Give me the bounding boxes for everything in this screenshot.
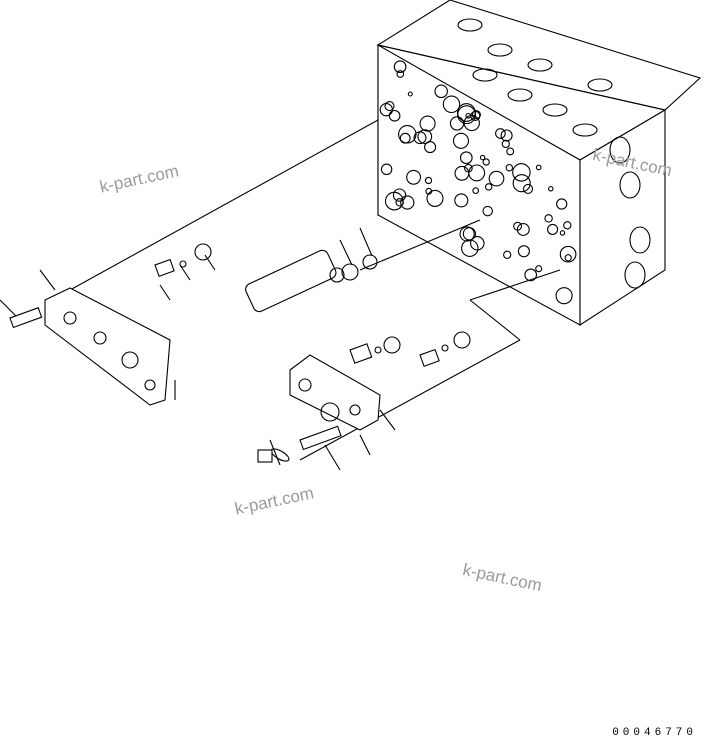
port-hole — [559, 230, 566, 236]
cover-left — [44, 287, 171, 406]
port-hole — [512, 163, 531, 182]
side-port — [609, 136, 631, 164]
port-hole — [505, 163, 514, 172]
port-hole — [522, 183, 534, 194]
port-hole — [395, 198, 404, 207]
port-hole — [454, 193, 469, 208]
port-hole — [471, 110, 481, 120]
port-hole — [488, 170, 505, 187]
port-hole — [548, 186, 554, 192]
port-hole — [555, 287, 573, 305]
port-hole — [506, 147, 515, 156]
port-hole — [393, 60, 407, 74]
part-number: 00046770 — [612, 727, 697, 739]
port-hole — [479, 154, 486, 161]
port-hole — [484, 183, 493, 191]
port-hole — [563, 221, 572, 230]
port-hole — [516, 223, 530, 236]
port-hole — [388, 109, 401, 122]
valve-block — [376, 0, 702, 327]
port-hole — [400, 195, 415, 210]
port-hole — [503, 250, 512, 259]
port-hole — [424, 176, 433, 185]
port-hole — [442, 95, 461, 114]
port-hole — [426, 189, 444, 207]
port-hole — [547, 223, 559, 235]
port-hole — [495, 128, 506, 139]
port-hole — [482, 205, 493, 217]
side-port — [624, 261, 646, 289]
port-hole — [396, 70, 405, 78]
leader-lines — [0, 119, 561, 471]
top-port — [487, 43, 513, 57]
port-hole — [559, 245, 577, 263]
port-hole — [463, 114, 480, 132]
port-hole — [449, 116, 465, 131]
port-hole — [399, 132, 411, 144]
top-port — [472, 68, 498, 82]
port-hole — [564, 254, 572, 262]
port-hole — [501, 139, 510, 149]
top-port — [542, 103, 568, 117]
port-hole — [406, 169, 422, 185]
bolt-left — [9, 307, 43, 329]
port-hole — [452, 132, 470, 149]
port-hole — [454, 165, 470, 181]
port-hole — [535, 164, 542, 171]
side-port — [629, 226, 651, 254]
port-hole — [379, 103, 393, 117]
port-hole — [482, 158, 490, 166]
port-hole — [459, 151, 473, 165]
top-port — [457, 18, 483, 32]
port-hole — [556, 198, 568, 210]
port-hole — [384, 101, 395, 112]
port-hole — [513, 221, 523, 231]
port-hole — [544, 214, 553, 223]
port-hole — [407, 91, 413, 97]
port-hole — [457, 103, 476, 122]
spool-plug — [154, 243, 378, 313]
port-hole — [500, 129, 513, 142]
top-port — [527, 58, 553, 72]
port-hole — [472, 187, 480, 194]
port-hole — [535, 265, 543, 273]
port-hole — [517, 245, 530, 258]
port-hole — [459, 226, 475, 242]
side-port — [619, 171, 641, 199]
port-hole — [392, 188, 407, 202]
top-port — [507, 88, 533, 102]
port-hole — [512, 174, 531, 193]
port-hole — [434, 84, 448, 99]
port-holes — [379, 18, 651, 305]
cover-right — [257, 331, 471, 463]
top-port — [587, 78, 613, 92]
top-port — [572, 123, 598, 137]
port-hole — [380, 163, 393, 176]
port-hole — [524, 268, 538, 282]
port-hole — [419, 115, 436, 132]
port-hole — [417, 129, 433, 144]
